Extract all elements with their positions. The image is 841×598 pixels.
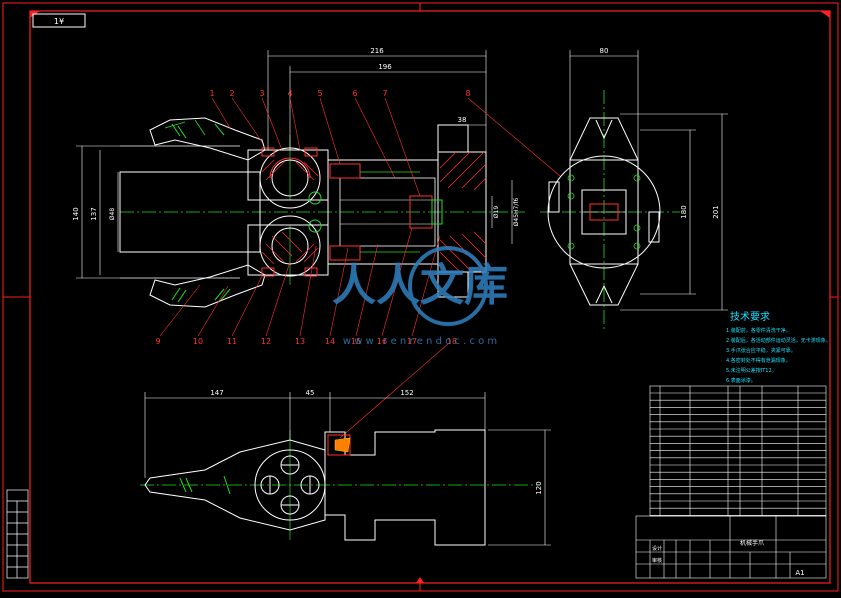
tech-line-6: 6.表面涂漆。 [726, 377, 756, 384]
top-view: 147 45 152 120 [140, 389, 551, 546]
balloon-13: 13 [295, 337, 305, 346]
dim-38: 38 [458, 116, 467, 124]
front-view: 216 196 38 140 137 Ø48 Ø19 Ø45H7/f6 [72, 47, 561, 439]
title-block-design: 设计 [652, 545, 662, 552]
dim-137: 137 [90, 207, 98, 220]
watermark-url: w w w . r e n r e n d o c . c o m [343, 336, 497, 347]
dim-216: 216 [370, 47, 384, 55]
dim-140: 140 [72, 207, 80, 220]
tech-line-3: 3.手爪张合应平稳，夹紧可靠。 [726, 347, 796, 354]
balloon-15: 15 [351, 337, 361, 346]
tech-requirements: 技术要求 1.装配前，各零件清洗干净。 2.装配后，各活动部件运动灵活，无卡滞现… [726, 310, 831, 384]
dim-d45: Ø45H7/f6 [513, 198, 520, 227]
title-block-title: 机械手爪 [740, 539, 764, 547]
side-view: 80 180 201 [540, 47, 728, 330]
balloon-14: 14 [325, 337, 335, 346]
dim-45: 45 [306, 389, 315, 397]
balloon-12: 12 [261, 337, 271, 346]
watermark-text: 人人文库 [332, 260, 508, 311]
balloon-2: 2 [229, 89, 234, 98]
balloon-6: 6 [352, 89, 357, 98]
title-block-sheet: A1 [795, 569, 804, 577]
dim-147: 147 [210, 389, 223, 397]
balloon-4: 4 [287, 89, 292, 98]
side-stamp-table [6, 489, 29, 579]
end-flange [431, 124, 487, 298]
dim-196: 196 [378, 63, 392, 71]
balloon-17: 17 [407, 337, 417, 346]
balloon-8: 8 [465, 89, 470, 98]
balloon-9: 9 [155, 337, 160, 346]
balloon-11: 11 [227, 337, 237, 346]
dim-d48: Ø48 [109, 208, 116, 221]
drawing-number-box: 1¥ [32, 13, 86, 28]
dim-180: 180 [680, 205, 688, 218]
front-dimensions [76, 50, 513, 279]
balloon-7: 7 [382, 89, 387, 98]
title-block-check: 审核 [652, 557, 662, 564]
tech-line-2: 2.装配后，各活动部件运动灵活，无卡滞现象。 [726, 337, 831, 344]
tech-line-1: 1.装配前，各零件清洗干净。 [726, 327, 791, 334]
dim-152: 152 [400, 389, 413, 397]
balloon-5: 5 [317, 89, 322, 98]
dim-d19: Ø19 [493, 206, 500, 219]
watermark: 人人文库 w w w . r e n r e n d o c . c o m [332, 246, 508, 347]
balloon-1: 1 [209, 89, 214, 98]
tech-line-5: 5.未注明公差按IT12。 [726, 367, 777, 374]
parts-list [649, 385, 827, 517]
drawing-number: 1¥ [54, 17, 64, 26]
title-block [635, 515, 827, 579]
balloon-16: 16 [377, 337, 387, 346]
tech-title: 技术要求 [730, 310, 770, 323]
balloon-18: 18 [447, 337, 457, 346]
tech-line-4: 4.各密封处不得有泄漏现象。 [726, 357, 791, 364]
dim-80: 80 [600, 47, 609, 55]
balloon-3: 3 [259, 89, 264, 98]
dim-120: 120 [535, 481, 543, 494]
balloon-10: 10 [193, 337, 203, 346]
dim-201: 201 [712, 205, 720, 218]
balloon-labels: 1 2 3 4 5 6 7 8 9 10 11 12 13 14 15 16 1… [155, 89, 470, 346]
